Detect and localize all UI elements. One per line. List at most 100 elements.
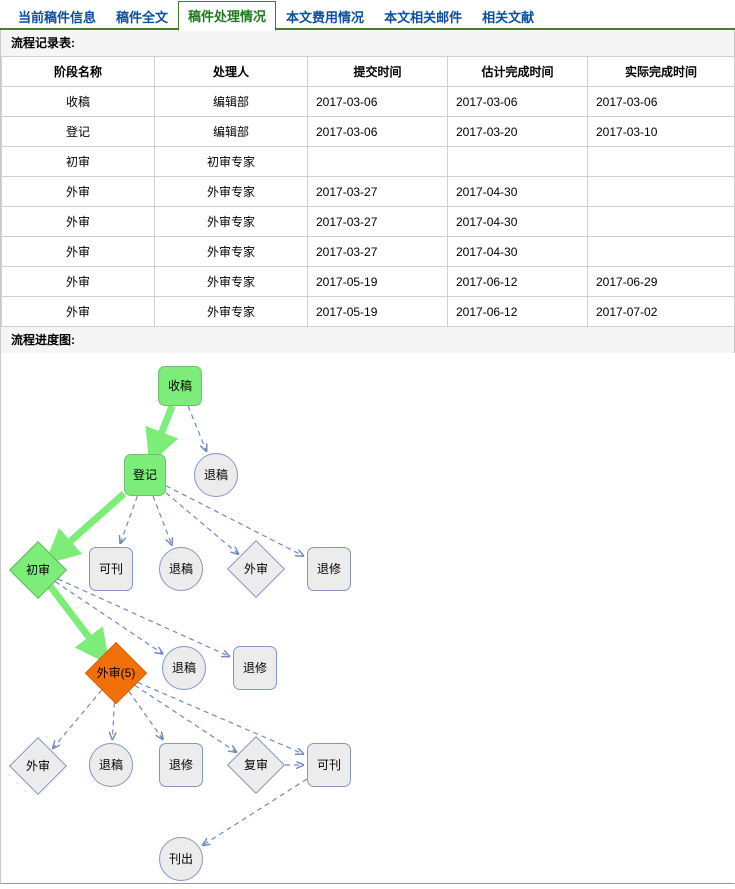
- diagram-node-label: 初审: [25, 563, 50, 577]
- table-cell: 外审: [1, 206, 155, 237]
- tab-5[interactable]: 相关文献: [482, 10, 535, 25]
- diagram-node-label: 退修: [242, 661, 267, 675]
- diagram-edge: [53, 689, 103, 748]
- diagram-node-label: 退稿: [203, 468, 228, 482]
- tab-0[interactable]: 当前稿件信息: [18, 10, 97, 25]
- column-header: 提交时间: [307, 56, 448, 87]
- table-cell: [587, 176, 735, 207]
- diagram-node-tuixiu3[interactable]: 退修: [159, 743, 203, 787]
- diagram-edge: [145, 404, 179, 465]
- diagram-node-label: 登记: [132, 468, 157, 482]
- table-cell: 2017-03-27: [307, 206, 448, 237]
- table-cell: [447, 146, 588, 177]
- tab-3[interactable]: 本文费用情况: [286, 10, 365, 25]
- table-cell: 2017-03-06: [307, 116, 448, 147]
- diagram-node-tuigao2[interactable]: 退稿: [159, 547, 203, 591]
- table-cell: 外审专家: [154, 296, 308, 327]
- table-cell: 2017-04-30: [447, 176, 588, 207]
- diagram-node-label: 可刊: [316, 758, 341, 772]
- diagram-node-label: 复审: [243, 758, 268, 772]
- record-section-title: 流程记录表:: [1, 30, 734, 56]
- diagram-node-tuixiu1[interactable]: 退修: [307, 547, 351, 591]
- table-cell: 2017-06-29: [587, 266, 735, 297]
- table-cell: [587, 206, 735, 237]
- diagram-node-shougao[interactable]: 收稿: [158, 366, 202, 406]
- table-cell: 编辑部: [154, 116, 308, 147]
- diagram-node-kanchu[interactable]: 刊出: [159, 837, 203, 881]
- diagram-node-waishen5[interactable]: 外审(5): [85, 642, 147, 704]
- table-row: 初审初审专家: [1, 146, 735, 177]
- diagram-node-chushen[interactable]: 初审: [9, 541, 67, 599]
- table-cell: 2017-03-06: [447, 86, 588, 117]
- diagram-section-title: 流程进度图:: [1, 327, 734, 353]
- diagram-node-tuigao1[interactable]: 退稿: [194, 453, 238, 497]
- diagram-node-waishen1[interactable]: 外审: [227, 540, 285, 598]
- column-header: 阶段名称: [1, 56, 155, 87]
- tab-2[interactable]: 稿件处理情况: [178, 1, 277, 31]
- diagram-node-dengji[interactable]: 登记: [124, 454, 166, 496]
- table-cell: 2017-05-19: [307, 296, 448, 327]
- diagram-node-tuigao3[interactable]: 退稿: [162, 646, 206, 690]
- tab-1[interactable]: 稿件全文: [116, 10, 169, 25]
- diagram-node-tuigao4[interactable]: 退稿: [89, 743, 133, 787]
- table-cell: 初审专家: [154, 146, 308, 177]
- tab-bar: 当前稿件信息 稿件全文稿件处理情况本文费用情况 本文相关邮件 相关文献: [0, 0, 735, 31]
- diagram-node-label: 退稿: [168, 562, 193, 576]
- diagram-node-waishen2[interactable]: 外审: [9, 737, 67, 795]
- table-cell: 2017-07-02: [587, 296, 735, 327]
- diagram-node-label: 刊出: [168, 852, 193, 866]
- diagram-node-label: 收稿: [167, 379, 192, 393]
- diagram-edge: [203, 778, 308, 845]
- table-cell: 外审: [1, 236, 155, 267]
- table-cell: [587, 146, 735, 177]
- diagram-node-fushen[interactable]: 复审: [227, 736, 285, 794]
- diagram-node-label: 外审: [243, 562, 268, 576]
- diagram-node-label: 可刊: [98, 562, 123, 576]
- diagram-edge: [187, 405, 206, 451]
- table-cell: 外审专家: [154, 176, 308, 207]
- table-cell: 2017-03-10: [587, 116, 735, 147]
- flow-progress-diagram: 收稿退稿登记初审可刊退稿外审退修外审(5)退稿退修外审退稿退修复审可刊刊出: [1, 353, 735, 883]
- table-cell: 外审: [1, 176, 155, 207]
- tab-4[interactable]: 本文相关邮件: [384, 10, 463, 25]
- diagram-edge: [128, 690, 163, 739]
- column-header: 估计完成时间: [447, 56, 588, 87]
- diagram-node-label: 退稿: [98, 758, 123, 772]
- table-cell: 编辑部: [154, 86, 308, 117]
- table-cell: 初审: [1, 146, 155, 177]
- diagram-edge: [152, 495, 172, 545]
- diagram-edge: [137, 681, 303, 753]
- table-cell: 2017-03-27: [307, 236, 448, 267]
- table-cell: 外审专家: [154, 266, 308, 297]
- diagram-edge: [112, 702, 114, 739]
- diagram-edge: [55, 581, 162, 654]
- diagram-node-kekan2[interactable]: 可刊: [307, 743, 351, 787]
- diagram-node-kekan1[interactable]: 可刊: [89, 547, 133, 591]
- table-cell: 外审: [1, 266, 155, 297]
- table-cell: 2017-06-12: [447, 266, 588, 297]
- table-cell: 2017-03-27: [307, 176, 448, 207]
- diagram-edge: [47, 584, 110, 665]
- table-cell: 收稿: [1, 86, 155, 117]
- table-cell: 2017-05-19: [307, 266, 448, 297]
- diagram-node-label: 退修: [168, 758, 193, 772]
- table-cell: 2017-06-12: [447, 296, 588, 327]
- table-cell: 2017-03-06: [587, 86, 735, 117]
- table-cell: 2017-04-30: [447, 236, 588, 267]
- table-cell: [587, 236, 735, 267]
- diagram-edge: [120, 495, 138, 543]
- table-cell: 2017-03-06: [307, 86, 448, 117]
- diagram-node-label: 外审: [25, 759, 50, 773]
- diagram-edges-layer: [44, 404, 308, 883]
- diagram-node-tuixiu2[interactable]: 退修: [233, 646, 277, 690]
- diagram-node-label: 外审(5): [96, 666, 136, 680]
